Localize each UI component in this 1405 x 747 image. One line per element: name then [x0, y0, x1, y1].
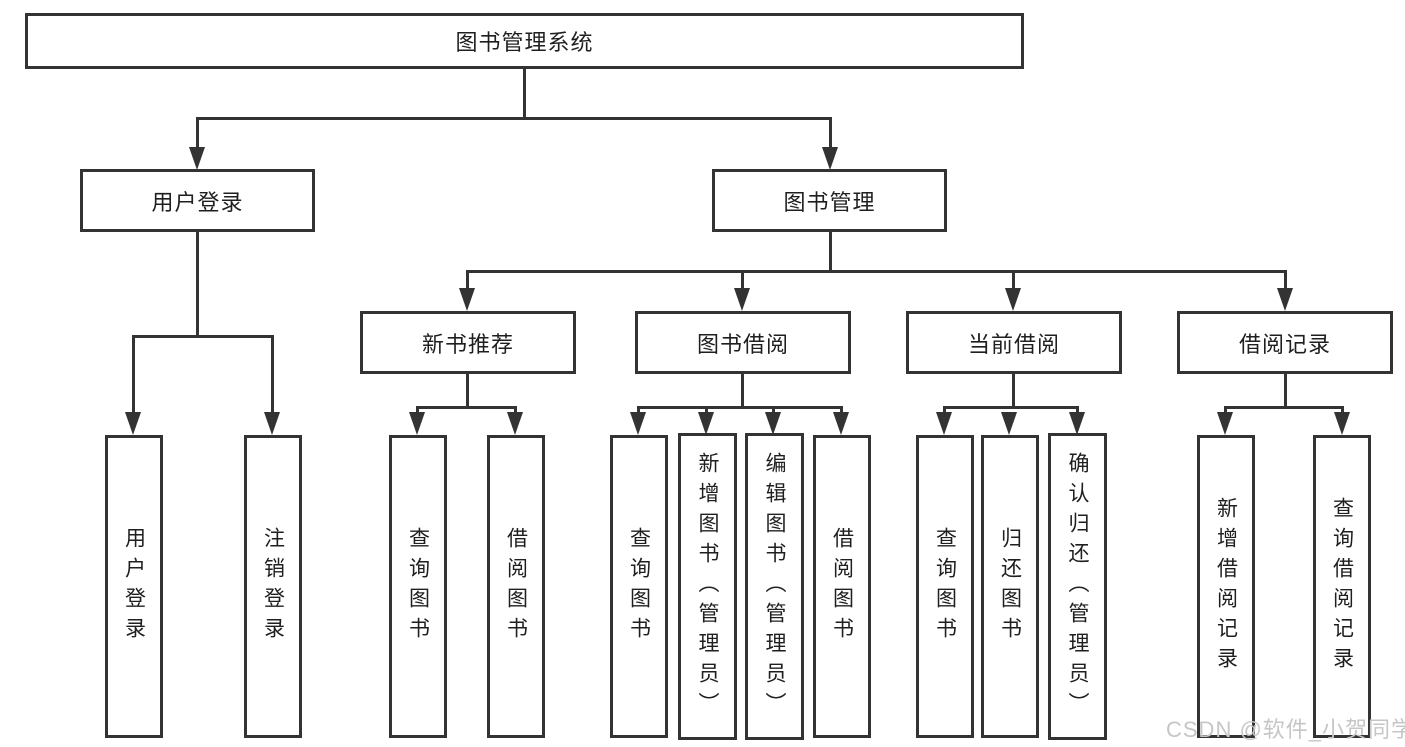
node-label: 查询借阅记录 [1330, 496, 1354, 677]
leaf-edit-books-admin: 编辑图书（管理员） [745, 433, 804, 740]
arrowhead-down [630, 412, 646, 435]
leaf-logout: 注销登录 [244, 435, 302, 738]
arrowhead-down [1334, 412, 1350, 435]
leaf-add-books-admin: 新增图书（管理员） [678, 433, 737, 740]
node-label: 编辑图书（管理员） [763, 451, 786, 722]
arrowhead-down [822, 147, 838, 170]
connector-line [196, 232, 199, 338]
node-library-management-system: 图书管理系统 [25, 13, 1024, 69]
leaf-query-books-current: 查询图书 [916, 435, 974, 738]
arrowhead-down [125, 412, 141, 435]
connector-line [523, 68, 526, 119]
node-label: 借阅图书 [830, 526, 854, 647]
connector-line [196, 117, 199, 152]
node-label: 新书推荐 [421, 331, 514, 357]
arrowhead-down [833, 412, 849, 435]
node-label: 当前借阅 [967, 331, 1060, 357]
connector-line [741, 270, 744, 292]
connector-line [1341, 406, 1344, 416]
arrowhead-down [936, 412, 952, 435]
connector-line [132, 335, 135, 414]
connector-line [1012, 270, 1015, 292]
node-label: 图书管理系统 [455, 30, 594, 55]
connector-line [1224, 406, 1344, 409]
node-label: 图书管理 [783, 189, 876, 215]
node-label: 查询图书 [627, 526, 651, 647]
arrowhead-down [507, 412, 523, 435]
node-label: 用户登录 [151, 189, 244, 215]
node-label: 注销登录 [261, 526, 285, 647]
leaf-query-books-recommend: 查询图书 [389, 435, 447, 738]
connector-line [271, 335, 274, 414]
arrowhead-down [264, 412, 280, 435]
node-label: 图书借阅 [696, 331, 789, 357]
node-label: 确认归还（管理员） [1066, 451, 1089, 722]
arrowhead-down [1217, 412, 1233, 435]
node-book-borrowing: 图书借阅 [635, 311, 851, 374]
leaf-borrow-books-recommend: 借阅图书 [487, 435, 545, 738]
node-label: 归还图书 [998, 526, 1022, 647]
connector-line [840, 406, 843, 416]
node-label: 借阅图书 [504, 526, 528, 647]
arrowhead-down [409, 412, 425, 435]
leaf-borrow-books: 借阅图书 [813, 435, 871, 738]
leaf-query-borrow-record: 查询借阅记录 [1313, 435, 1371, 738]
arrowhead-down [765, 412, 781, 435]
node-label: 用户登录 [122, 526, 146, 647]
connector-line [705, 406, 708, 416]
leaf-user-login: 用户登录 [105, 435, 163, 738]
connector-line [514, 406, 517, 416]
arrowhead-down [1069, 412, 1085, 435]
leaf-return-books: 归还图书 [981, 435, 1039, 738]
connector-line [1012, 374, 1015, 409]
arrowhead-down [459, 288, 475, 311]
csdn-watermark: CSDN @软件_小贺同学 [1166, 717, 1405, 742]
node-new-book-recommend: 新书推荐 [360, 311, 576, 374]
node-label: 查询图书 [406, 526, 430, 647]
arrowhead-down [734, 288, 750, 311]
connector-line [829, 117, 832, 152]
node-user-login: 用户登录 [80, 169, 315, 232]
arrowhead-down [1277, 288, 1293, 311]
connector-line [466, 374, 469, 409]
connector-line [1224, 406, 1227, 416]
connector-line [466, 270, 469, 292]
connector-line [466, 270, 1287, 273]
node-borrowing-records: 借阅记录 [1177, 311, 1393, 374]
node-label: 查询图书 [933, 526, 957, 647]
connector-line [943, 406, 1079, 409]
connector-line [416, 406, 419, 416]
arrowhead-down [698, 412, 714, 435]
connector-line [741, 374, 744, 409]
arrowhead-down [1005, 288, 1021, 311]
node-label: 借阅记录 [1238, 331, 1331, 357]
node-current-borrowing: 当前借阅 [906, 311, 1122, 374]
connector-line [637, 406, 843, 409]
connector-line [943, 406, 946, 416]
arrowhead-down [1001, 412, 1017, 435]
connector-line [829, 232, 832, 273]
connector-line [1076, 406, 1079, 416]
leaf-query-books-borrowing: 查询图书 [610, 435, 668, 738]
arrowhead-down [189, 147, 205, 170]
connector-line [132, 335, 274, 338]
connector-line [772, 406, 775, 416]
leaf-confirm-return-admin: 确认归还（管理员） [1048, 433, 1107, 740]
node-book-management: 图书管理 [712, 169, 947, 232]
connector-line [416, 406, 517, 409]
connector-line [1284, 374, 1287, 409]
node-label: 新增图书（管理员） [696, 451, 719, 722]
connector-line [196, 117, 832, 120]
node-label: 新增借阅记录 [1214, 496, 1238, 677]
leaf-add-borrow-record: 新增借阅记录 [1197, 435, 1255, 738]
connector-line [637, 406, 640, 416]
connector-line [1284, 270, 1287, 292]
